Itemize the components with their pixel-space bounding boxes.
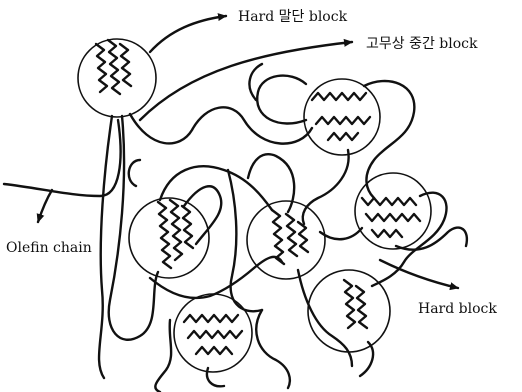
domain-circle [303,78,381,156]
olefin-chain-path [182,185,223,246]
olefin-chain-path [296,268,354,368]
label-rubbery-mid-block: 고무상 중간 block [366,36,478,52]
label-hard-block: Hard block [418,301,497,317]
domain-circle [354,172,432,250]
zigzag-segment [364,212,422,223]
zigzag-segment [168,198,184,262]
zigzag-segment [326,131,360,142]
zigzag-segment [270,208,286,266]
olefin-chain-path [358,340,375,378]
zigzag-segment [296,220,310,254]
olefin-chains [2,62,469,392]
olefin-chain-path [127,158,142,188]
zigzag-segment [94,42,109,94]
zigzag-segment [342,278,357,330]
zigzag-segment [360,196,418,207]
olefin-chain-path [301,148,350,226]
zigzag-segment [310,91,368,102]
zigzag-segment [180,204,195,250]
arrow-hard-end-block [148,13,228,54]
zigzag-segment [182,313,240,324]
domain-circle [246,200,326,280]
zigzag-segment [370,228,404,239]
zigzag-segment [118,42,133,88]
hard-segments [94,38,422,356]
zigzag-segment [314,115,372,126]
arrow-olefin-chain [36,188,54,224]
olefin-chain-path [370,191,448,288]
olefin-chain-path [255,308,291,390]
olefin-chain-path [255,74,308,125]
olefin-chain-path [97,114,114,380]
arrow-hard-block [378,258,460,291]
annotation-arrows [36,13,460,291]
olefin-chain-path [318,226,364,241]
domain-circle [128,197,210,279]
zigzag-segment [186,329,244,340]
label-hard-end-block: Hard 말단 block [238,9,348,25]
olefin-chain-path [154,318,173,392]
olefin-chain-path [248,62,264,102]
olefin-chain-path [394,226,469,251]
olefin-chain-path [2,118,122,198]
olefin-chain-path [362,79,416,200]
olefin-chain-path [246,153,296,214]
zigzag-segment [106,38,122,96]
hard-domains [77,38,432,373]
olefin-chain-path [158,165,274,212]
label-olefin-chain: Olefin chain [6,240,92,256]
olefin-chain-path [107,114,160,341]
zigzag-segment [194,345,234,356]
zigzag-segment [354,284,369,330]
zigzag-segment [156,200,173,270]
zigzag-segment [284,212,299,258]
olefin-chain-path [226,168,264,313]
olefin-chain-path [205,366,226,388]
olefin-chain-path [128,106,314,145]
arrow-rubbery-mid-block [138,38,354,122]
domain-circle [77,38,157,118]
